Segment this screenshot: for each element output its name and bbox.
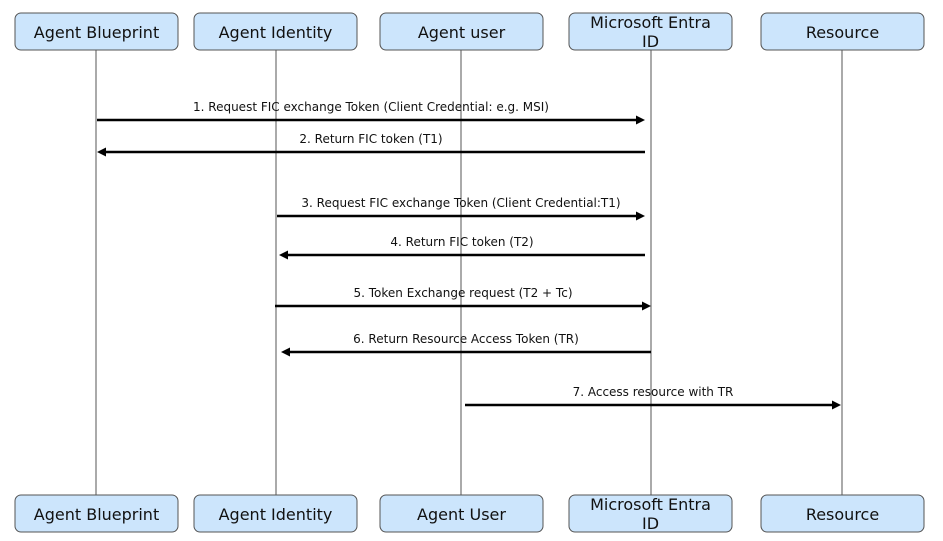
participant-box (193, 494, 358, 533)
participant-label: Microsoft Entra (590, 495, 711, 514)
message-6: 6. Return Resource Access Token (TR) (281, 332, 651, 357)
participant-box (379, 12, 544, 51)
participant-box (760, 12, 925, 51)
arrow-head-icon (279, 250, 288, 260)
participant-label: ID (642, 514, 659, 533)
participant-box (568, 494, 733, 533)
participant-bottom-user: Agent User (379, 494, 544, 533)
message-label: 6. Return Resource Access Token (TR) (353, 332, 579, 346)
participant-label: Agent Blueprint (34, 23, 159, 42)
participant-box (568, 12, 733, 51)
arrow-head-icon (97, 147, 106, 157)
message-label: 5. Token Exchange request (T2 + Tc) (354, 286, 573, 300)
message-label: 1. Request FIC exchange Token (Client Cr… (193, 100, 549, 114)
message-label: 2. Return FIC token (T1) (299, 132, 442, 146)
participant-label: Resource (806, 505, 879, 524)
message-1: 1. Request FIC exchange Token (Client Cr… (97, 100, 645, 125)
participant-top-resource: Resource (760, 12, 925, 51)
message-label: 7. Access resource with TR (573, 385, 734, 399)
arrow-head-icon (636, 115, 645, 125)
arrow-head-icon (281, 347, 290, 357)
participant-bottom-identity: Agent Identity (193, 494, 358, 533)
participant-box (14, 494, 179, 533)
message-label: 3. Request FIC exchange Token (Client Cr… (301, 196, 620, 210)
participant-top-user: Agent user (379, 12, 544, 51)
arrow-head-icon (642, 301, 651, 311)
participant-label: Agent Identity (219, 505, 333, 524)
participant-label: Resource (806, 23, 879, 42)
participant-top-identity: Agent Identity (193, 12, 358, 51)
participant-box (14, 12, 179, 51)
participant-box (379, 494, 544, 533)
participant-bottom-resource: Resource (760, 494, 925, 533)
message-7: 7. Access resource with TR (465, 385, 841, 410)
participant-label: Agent Blueprint (34, 505, 159, 524)
message-3: 3. Request FIC exchange Token (Client Cr… (277, 196, 645, 221)
participant-box (193, 12, 358, 51)
lifelines (95, 50, 843, 495)
participant-label: ID (642, 32, 659, 51)
messages: 1. Request FIC exchange Token (Client Cr… (97, 100, 841, 410)
participant-box (760, 494, 925, 533)
arrow-head-icon (636, 211, 645, 221)
message-4: 4. Return FIC token (T2) (279, 235, 645, 260)
message-label: 4. Return FIC token (T2) (390, 235, 533, 249)
participant-top-blueprint: Agent Blueprint (14, 12, 179, 51)
message-2: 2. Return FIC token (T1) (97, 132, 645, 157)
participant-label: Agent User (417, 505, 506, 524)
participant-label: Microsoft Entra (590, 13, 711, 32)
bottom-participant-boxes: Agent Blueprint Agent Identity Agent User M… (14, 494, 925, 533)
arrow-head-icon (832, 400, 841, 410)
participant-label: Agent Identity (219, 23, 333, 42)
message-5: 5. Token Exchange request (T2 + Tc) (275, 286, 651, 311)
top-participant-boxes: Agent Blueprint Agent Identity Agent user M… (14, 12, 925, 51)
participant-bottom-blueprint: Agent Blueprint (14, 494, 179, 533)
participant-label: Agent user (418, 23, 506, 42)
